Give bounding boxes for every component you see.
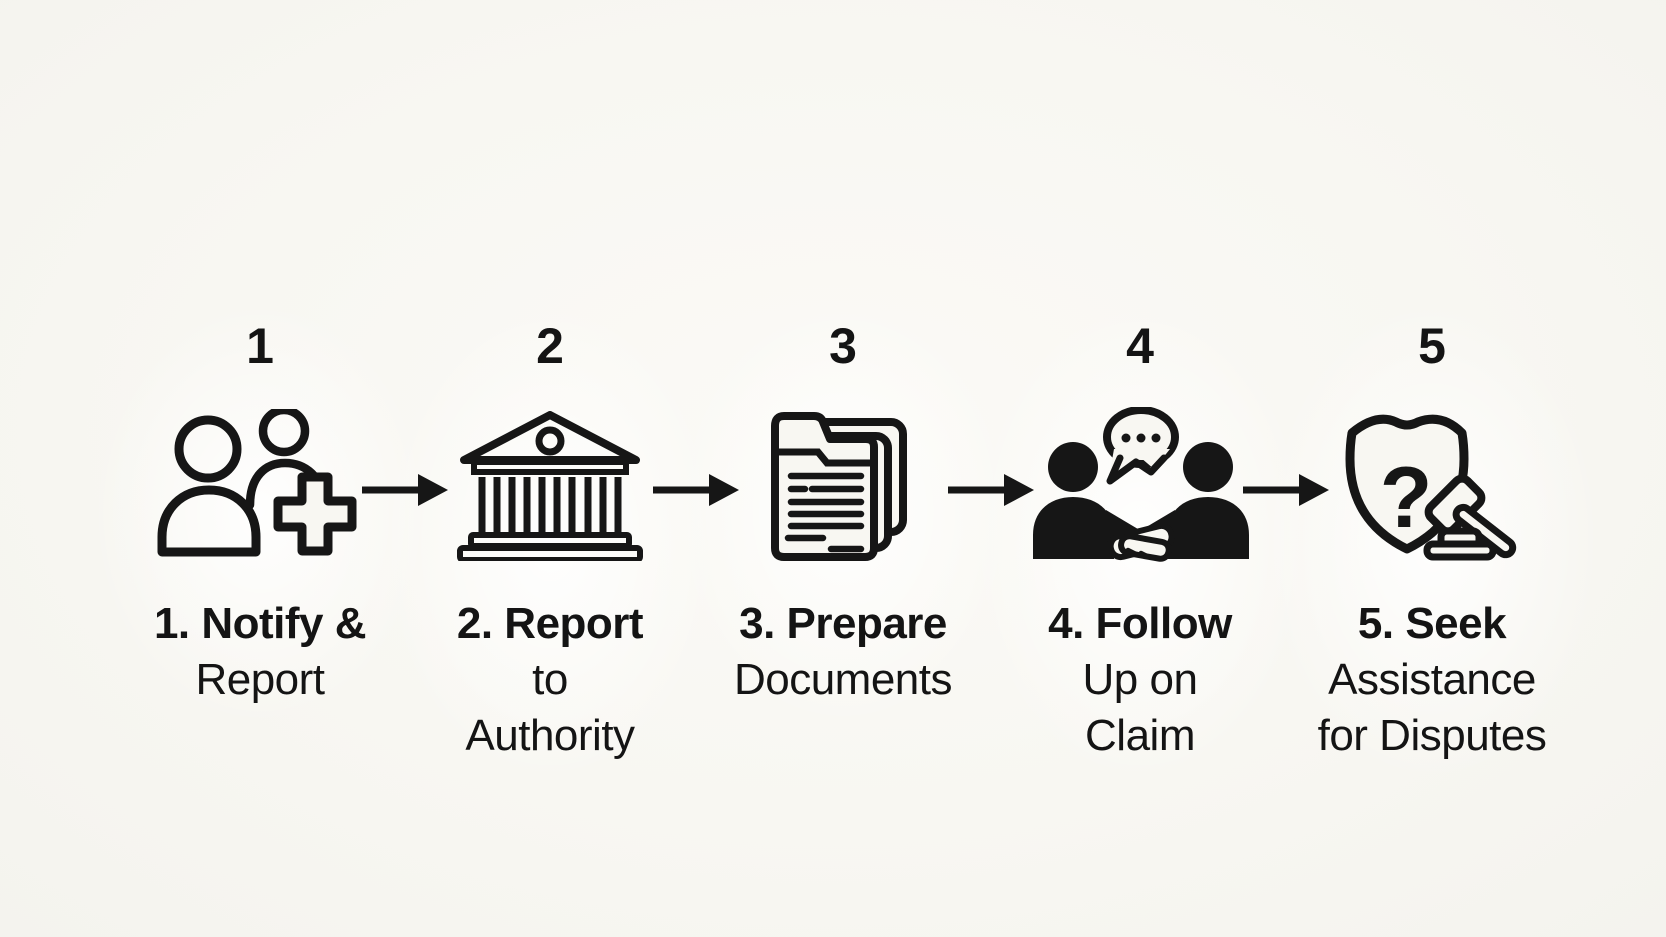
step-label-subtitle: Up on Claim <box>1082 655 1198 760</box>
step-label-title: 1. Notify & <box>153 599 367 648</box>
step-label-subtitle: to Authority <box>465 655 635 760</box>
arrow-right-icon <box>1243 474 1329 506</box>
handshake-discussion-icon <box>995 406 1285 566</box>
step-label-subtitle: Documents <box>733 655 953 704</box>
step-label-title: 3. Prepare <box>739 599 947 648</box>
step-label: 3. Prepare Documents <box>698 596 988 708</box>
svg-text:?: ? <box>1379 450 1432 546</box>
step-label: 4. Follow Up on Claim <box>995 596 1285 764</box>
step-5-seek-assistance: 5 ? 5. Seek Assistance for Disputes <box>1267 304 1597 778</box>
arrow-right-icon <box>362 474 448 506</box>
bank-building-icon <box>405 406 695 566</box>
step-label-title: 5. Seek <box>1357 599 1507 648</box>
step-number: 3 <box>829 318 857 374</box>
step-number: 1 <box>246 318 274 374</box>
step-label-subtitle: Assistance for Disputes <box>1317 655 1547 760</box>
step-4-follow-up-claim: 4 4. Follow Up on Claim <box>975 304 1305 778</box>
arrow-right-icon <box>653 474 739 506</box>
step-number: 4 <box>1126 318 1154 374</box>
step-3-prepare-documents: 3 3. Prepare Documents <box>678 304 1008 722</box>
step-number: 5 <box>1418 318 1446 374</box>
step-label-title: 2. Report <box>456 599 644 648</box>
documents-folder-icon <box>698 406 988 566</box>
add-person-icon <box>115 406 405 566</box>
arrow-right-icon <box>948 474 1034 506</box>
step-2-report-authority: 2 2. Report to Authority <box>385 304 715 778</box>
step-label: 2. Report to Authority <box>405 596 695 764</box>
step-1-notify-report: 1 1. Notify & Report <box>95 304 425 722</box>
shield-question-gavel-icon: ? <box>1287 406 1577 566</box>
step-label-title: 4. Follow <box>1048 599 1232 648</box>
step-label: 5. Seek Assistance for Disputes <box>1287 596 1577 764</box>
step-label-subtitle: Report <box>195 655 325 704</box>
step-label: 1. Notify & Report <box>115 596 405 708</box>
step-number: 2 <box>536 318 564 374</box>
